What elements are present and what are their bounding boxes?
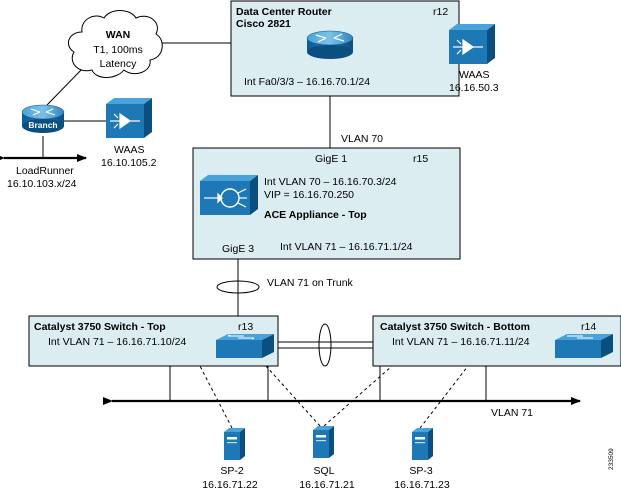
switch-top-title: Catalyst 3750 Switch - Top bbox=[34, 321, 166, 333]
vlan70-label: VLAN 70 bbox=[341, 133, 383, 145]
link-sql-to-top-switch bbox=[265, 365, 321, 427]
branch-router-label: Branch bbox=[28, 120, 57, 130]
server-sql-name: SQL bbox=[313, 465, 334, 477]
switch-bottom-title: Catalyst 3750 Switch - Bottom bbox=[380, 321, 530, 333]
switch-top-interface: Int VLAN 71 – 16.16.71.10/24 bbox=[48, 336, 187, 348]
link-sql-to-bottom-switch bbox=[323, 365, 393, 427]
switch-bottom-box: Catalyst 3750 Switch - Bottom r14 Int VL… bbox=[372, 315, 621, 367]
switch-top-id: r13 bbox=[238, 321, 253, 333]
switch-icon bbox=[216, 334, 274, 358]
waas-icon bbox=[106, 98, 152, 138]
switch-top-box: Catalyst 3750 Switch - Top r13 Int VLAN … bbox=[28, 315, 279, 367]
ace-gige3: GigE 3 bbox=[222, 243, 254, 255]
links bbox=[46, 42, 487, 401]
wan-detail-1: T1, 100ms bbox=[93, 44, 143, 56]
wan-title: WAN bbox=[106, 29, 131, 41]
dc-waas-ip: 16.16.50.3 bbox=[449, 82, 499, 94]
trunk-label: VLAN 71 on Trunk bbox=[267, 277, 354, 289]
dc-router-id: r12 bbox=[433, 6, 448, 18]
link-sp3-to-bottom-switch bbox=[419, 365, 469, 429]
wan-detail-2: Latency bbox=[100, 58, 138, 70]
link-wan-to-branch bbox=[46, 65, 86, 106]
trunk-ellipse bbox=[216, 280, 260, 294]
wan-cloud: WAN T1, 100ms Latency bbox=[67, 10, 163, 78]
switch-icon bbox=[555, 334, 613, 358]
server-sql bbox=[313, 426, 334, 458]
switch-bottom-interface: Int VLAN 71 – 16.16.71.11/24 bbox=[392, 336, 530, 348]
loadrunner-label: LoadRunner bbox=[16, 165, 74, 177]
dc-waas-label: WAAS bbox=[459, 69, 490, 81]
dc-router-box: Data Center Router Cisco 2821 r12 Int Fa… bbox=[230, 0, 460, 97]
ace-vip: VIP = 16.16.70.250 bbox=[264, 189, 354, 201]
server-icon bbox=[224, 428, 245, 460]
stack-ellipse bbox=[318, 323, 332, 367]
branch-site: Branch WAAS 16.10.105.2 LoadRunner 16.10… bbox=[7, 98, 157, 190]
waas-icon bbox=[449, 24, 495, 64]
branch-waas-ip: 16.10.105.2 bbox=[101, 157, 157, 169]
router-icon bbox=[21, 104, 65, 133]
ace-gige1: GigE 1 bbox=[315, 153, 347, 165]
figure-id: 233509 bbox=[608, 448, 615, 470]
dc-router-interface: Int Fa0/3/3 – 16.16.70.1/24 bbox=[244, 76, 370, 88]
link-sp2-to-top-switch bbox=[199, 365, 233, 429]
server-sp3 bbox=[412, 428, 433, 460]
branch-waas-label: WAAS bbox=[114, 144, 145, 156]
server-sp2-name: SP-2 bbox=[220, 465, 244, 477]
server-sql-ip: 16.16.71.21 bbox=[299, 479, 355, 491]
ace-title: ACE Appliance - Top bbox=[264, 209, 367, 221]
dc-waas: WAAS 16.16.50.3 bbox=[449, 24, 499, 94]
cloud-shape bbox=[67, 10, 163, 78]
ace-int-vlan70: Int VLAN 70 – 16.16.70.3/24 bbox=[264, 176, 397, 188]
ace-int-vlan71: Int VLAN 71 – 16.16.71.1/24 bbox=[280, 241, 413, 253]
server-sp2 bbox=[224, 428, 245, 460]
vlan71-label: VLAN 71 bbox=[491, 407, 533, 419]
ace-id: r15 bbox=[413, 153, 428, 165]
server-dashed-links bbox=[199, 365, 469, 429]
server-sp2-ip: 16.16.71.22 bbox=[202, 479, 258, 491]
switch-bottom-id: r14 bbox=[581, 321, 596, 333]
ace-icon bbox=[200, 175, 258, 215]
router-icon bbox=[306, 30, 354, 59]
loadrunner-ip: 16.10.103.x/24 bbox=[7, 178, 77, 190]
server-sp3-ip: 16.16.71.23 bbox=[394, 479, 450, 491]
dc-router-title-2: Cisco 2821 bbox=[236, 18, 291, 30]
server-icon bbox=[412, 428, 433, 460]
ace-box: GigE 1 r15 Int VLAN 70 – 16.16.70.3/24 V… bbox=[192, 147, 461, 260]
server-icon bbox=[313, 426, 334, 458]
dc-router-title-1: Data Center Router bbox=[236, 6, 332, 18]
server-sp3-name: SP-3 bbox=[409, 465, 433, 477]
